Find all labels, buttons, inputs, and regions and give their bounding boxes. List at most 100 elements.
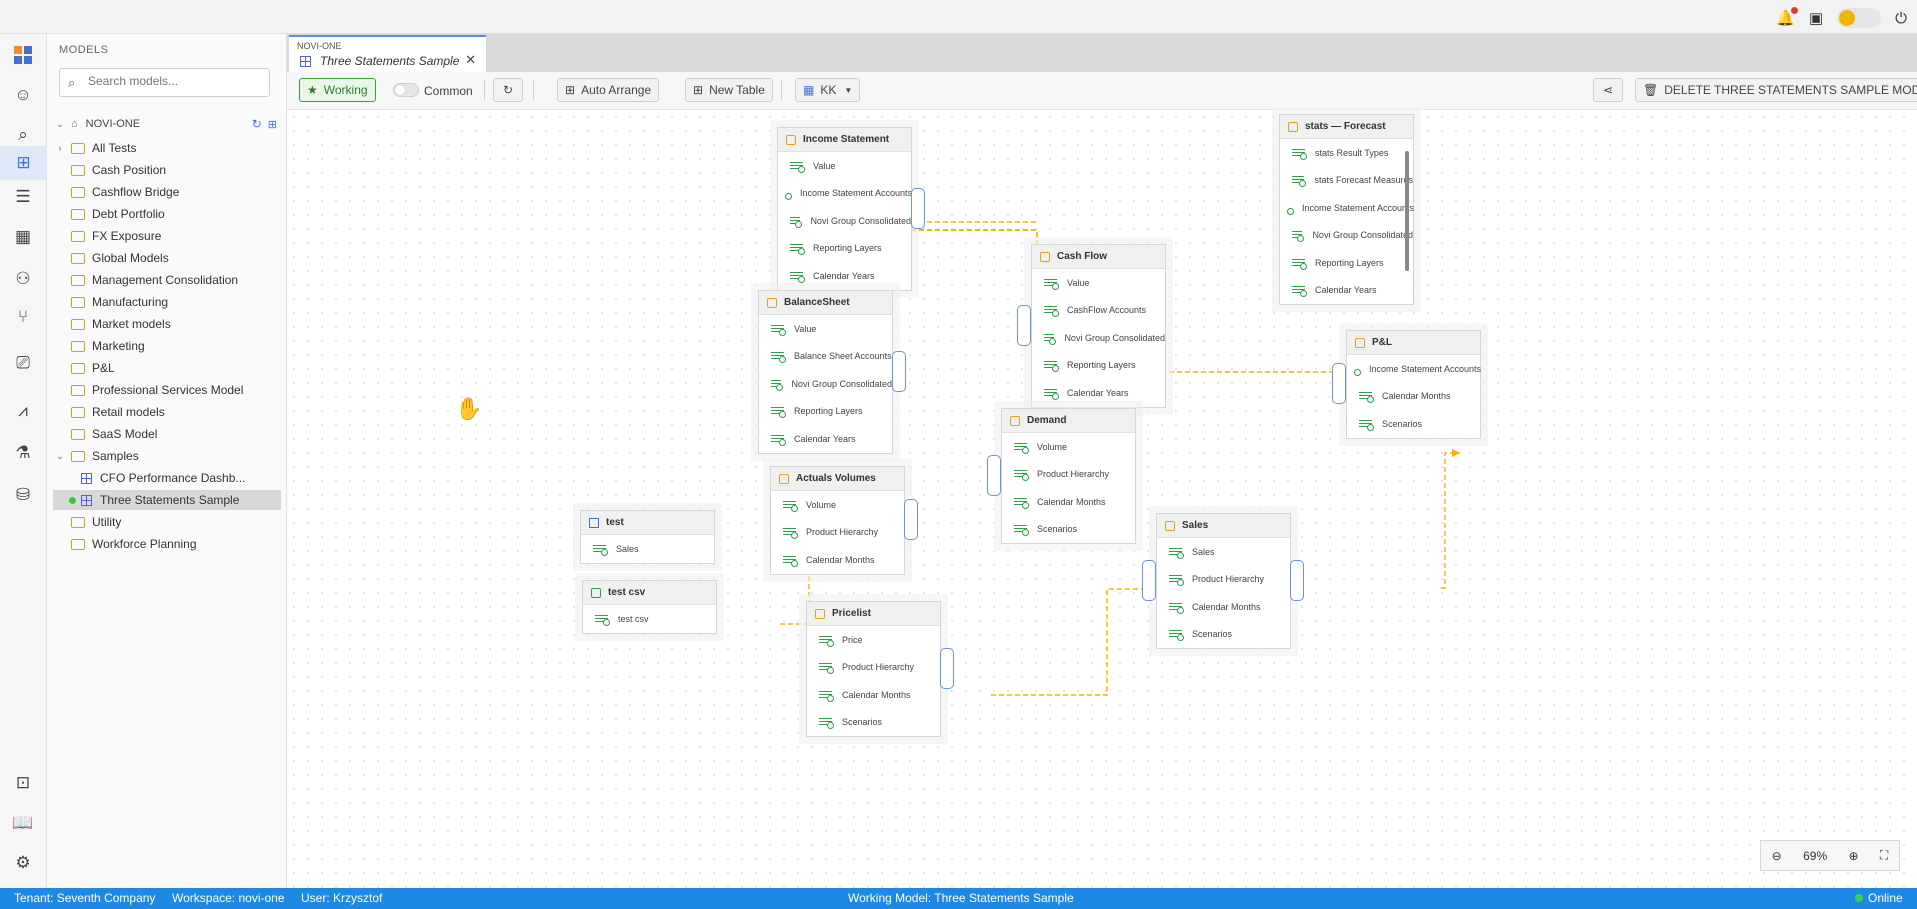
sidebar-item[interactable]: Cashflow Bridge: [53, 182, 281, 202]
sidebar-item[interactable]: Retail models: [53, 402, 281, 422]
node-field[interactable]: Scenarios: [807, 709, 940, 737]
search-box[interactable]: ⌕: [59, 68, 270, 97]
node-header[interactable]: Pricelist: [807, 602, 940, 626]
output-port[interactable]: [904, 499, 918, 541]
sidebar-item[interactable]: Marketing: [53, 336, 281, 356]
node-field[interactable]: Price: [807, 626, 940, 654]
sidebar-item[interactable]: SaaS Model: [53, 424, 281, 444]
node-field[interactable]: Reporting Layers: [1280, 249, 1413, 277]
node-header[interactable]: BalanceSheet: [759, 291, 892, 315]
node-field[interactable]: Calendar Months: [1002, 488, 1135, 516]
presentation-icon[interactable]: ⎚: [16, 353, 30, 372]
node-field[interactable]: Value: [759, 315, 892, 343]
sidebar-item[interactable]: Workforce Planning: [53, 534, 281, 554]
output-port[interactable]: [911, 187, 925, 229]
node-header[interactable]: Demand: [1002, 409, 1135, 433]
node-header[interactable]: Cash Flow: [1032, 245, 1165, 269]
bell-icon[interactable]: 🔔: [1776, 7, 1798, 27]
auto-arrange-button[interactable]: ⊞Auto Arrange: [557, 78, 660, 102]
chevron-down-icon[interactable]: ⌄: [56, 118, 64, 129]
output-port[interactable]: [940, 648, 954, 689]
node-field[interactable]: Product Hierarchy: [807, 654, 940, 682]
chart-icon[interactable]: ⩘: [18, 401, 28, 420]
node-field[interactable]: Calendar Years: [1280, 277, 1413, 305]
input-port[interactable]: [1332, 363, 1346, 405]
chevron-icon[interactable]: ⌄: [56, 450, 64, 461]
node-field[interactable]: stats Forecast Measures: [1280, 167, 1413, 195]
node-field[interactable]: stats Result Types: [1280, 139, 1413, 167]
node-field[interactable]: Novi Group Consolidated: [1032, 324, 1165, 352]
sidebar-item[interactable]: Professional Services Model: [53, 380, 281, 400]
node-field[interactable]: Volume: [1002, 433, 1135, 461]
book-icon[interactable]: 📖: [12, 813, 34, 832]
node-header[interactable]: Income Statement: [778, 128, 911, 152]
fullscreen-icon[interactable]: ⛶: [1879, 848, 1889, 862]
node-field[interactable]: Reporting Layers: [1032, 352, 1165, 380]
node-field[interactable]: Product Hierarchy: [1002, 461, 1135, 489]
node-header[interactable]: stats — Forecast: [1280, 115, 1413, 139]
sidebar-item[interactable]: Utility: [53, 512, 281, 532]
face-icon[interactable]: ☺: [14, 85, 32, 104]
node-scrollbar[interactable]: [1404, 139, 1410, 279]
node-field[interactable]: Calendar Years: [1032, 379, 1165, 407]
sidebar-item[interactable]: Manufacturing: [53, 292, 281, 312]
node-field[interactable]: Sales: [1157, 538, 1290, 566]
sidebar-item[interactable]: Debt Portfolio: [53, 204, 281, 224]
model-icon[interactable]: ⊞: [0, 146, 47, 180]
node-field[interactable]: CashFlow Accounts: [1032, 297, 1165, 325]
refresh-icon[interactable]: ↻: [251, 117, 262, 131]
node-header[interactable]: Actuals Volumes: [771, 467, 904, 491]
node-field[interactable]: Value: [1032, 269, 1165, 297]
power-icon[interactable]: ⏻: [1895, 9, 1907, 27]
node-field[interactable]: Product Hierarchy: [771, 519, 904, 547]
node-field[interactable]: Calendar Months: [1157, 593, 1290, 621]
output-port[interactable]: [892, 350, 906, 392]
node-field[interactable]: Novi Group Consolidated: [1280, 222, 1413, 250]
sidebar-item[interactable]: Cash Position: [53, 160, 281, 180]
gear-icon[interactable]: ⚙: [15, 853, 31, 872]
common-toggle[interactable]: [393, 83, 419, 97]
chat-icon[interactable]: ▣: [1808, 10, 1824, 27]
node-field[interactable]: Balance Sheet Accounts: [759, 343, 892, 371]
branch-icon[interactable]: ⑂: [17, 307, 29, 326]
input-port[interactable]: [987, 455, 1001, 496]
tab-three-statements[interactable]: NOVI-ONE Three Statements Sample ✕: [289, 35, 486, 72]
node-header[interactable]: test: [581, 511, 714, 535]
sidebar-item[interactable]: Management Consolidation: [53, 270, 281, 290]
node-field[interactable]: test csv: [583, 605, 716, 633]
sidebar-item[interactable]: CFO Performance Dashb...: [53, 468, 281, 488]
close-icon[interactable]: ✕: [465, 52, 476, 67]
new-table-button[interactable]: ⊞New Table: [685, 78, 773, 102]
zoom-out-icon[interactable]: ⊖: [1771, 848, 1782, 863]
node-header[interactable]: P&L: [1347, 331, 1480, 355]
working-button[interactable]: ★Working: [299, 78, 376, 102]
node-field[interactable]: Calendar Months: [771, 546, 904, 574]
sidebar-item[interactable]: Global Models: [53, 248, 281, 268]
output-port[interactable]: [1290, 560, 1304, 601]
kk-dropdown[interactable]: ▦KK▼: [795, 78, 861, 102]
chevron-icon[interactable]: ›: [58, 143, 62, 153]
node-field[interactable]: Scenarios: [1157, 621, 1290, 649]
input-port[interactable]: [1142, 560, 1156, 601]
sidebar-item[interactable]: FX Exposure: [53, 226, 281, 246]
node-header[interactable]: Sales: [1157, 514, 1290, 538]
node-field[interactable]: Reporting Layers: [778, 235, 911, 263]
widgets-icon[interactable]: ⊡: [15, 773, 31, 792]
node-field[interactable]: Novi Group Consolidated: [778, 207, 911, 235]
user-settings-icon[interactable]: ⚇: [15, 269, 31, 288]
node-field[interactable]: Calendar Months: [807, 681, 940, 709]
table-icon[interactable]: ▦: [14, 227, 32, 246]
database-icon[interactable]: ⛁: [15, 485, 31, 504]
node-field[interactable]: Scenarios: [1002, 516, 1135, 544]
flask-icon[interactable]: ⚗: [15, 443, 31, 462]
delete-model-button[interactable]: 🗑DELETE THREE STATEMENTS SAMPLE MODEL: [1635, 78, 1917, 102]
